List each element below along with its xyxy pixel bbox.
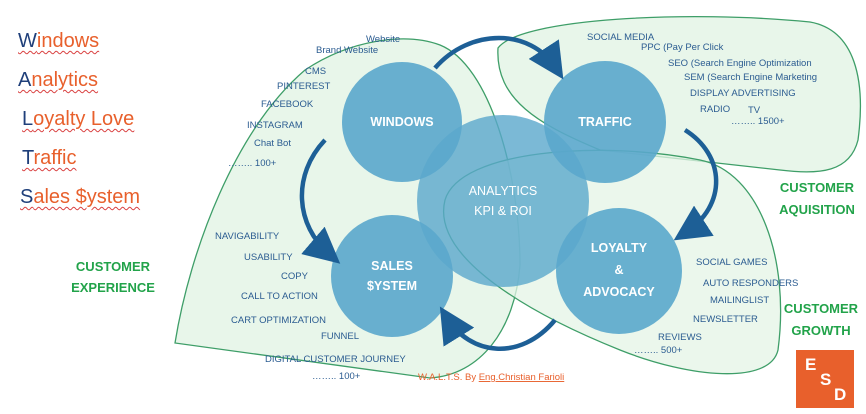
acronym-word: nalytics bbox=[31, 69, 99, 91]
sales-item: CART OPTIMIZATION bbox=[231, 315, 326, 326]
windows-item: Website bbox=[366, 34, 400, 45]
analytics-sublabel: KPI & ROI bbox=[474, 204, 532, 218]
logo-letter-d: D bbox=[834, 385, 847, 404]
traffic-item: SOCIAL MEDIA bbox=[587, 32, 655, 43]
traffic-item: RADIO bbox=[700, 104, 730, 115]
analytics-circle bbox=[417, 115, 589, 287]
customer-experience-label: CUSTOMER bbox=[76, 259, 151, 274]
acronym-letter: W bbox=[18, 30, 37, 52]
sales-item: DIGITAL CUSTOMER JOURNEY bbox=[265, 354, 406, 365]
sales-sublabel: $YSTEM bbox=[367, 279, 417, 293]
traffic-item: TV bbox=[748, 105, 761, 116]
sales-item: …….. 100+ bbox=[312, 371, 361, 382]
windows-item: INSTAGRAM bbox=[247, 120, 303, 131]
traffic-item: PPC (Pay Per Click bbox=[641, 42, 724, 53]
loyalty-ampersand: & bbox=[614, 263, 623, 277]
acronym-word: ales $ystem bbox=[33, 186, 141, 208]
acronym-analytics: Analytics bbox=[18, 69, 98, 92]
sales-item: NAVIGABILITY bbox=[215, 231, 280, 242]
sales-to-windows-arrow bbox=[299, 138, 341, 264]
acronym-windows: Windows bbox=[18, 30, 99, 53]
traffic-item: SEO (Search Engine Optimization bbox=[668, 58, 812, 69]
customer-growth-label: GROWTH bbox=[791, 323, 850, 338]
loyalty-item: NEWSLETTER bbox=[693, 314, 758, 325]
acronym-loyalty: Loyalty Love bbox=[22, 108, 134, 131]
credit-line: W.A.L.T.S. By Eng.Christian Farioli bbox=[418, 372, 564, 383]
windows-item: CMS bbox=[305, 66, 326, 77]
acronym-letter: T bbox=[22, 147, 34, 169]
customer-experience-label: EXPERIENCE bbox=[71, 280, 155, 295]
sales-item: COPY bbox=[281, 271, 309, 282]
traffic-item: …….. 1500+ bbox=[731, 116, 785, 127]
credit-author: Eng.Christian Farioli bbox=[479, 372, 565, 383]
customer-growth-label: CUSTOMER bbox=[784, 301, 859, 316]
traffic-circle bbox=[544, 61, 666, 183]
acronym-sales: Sales $ystem bbox=[20, 186, 140, 209]
esd-logo: E S D bbox=[796, 350, 854, 408]
windows-item: Chat Bot bbox=[254, 138, 291, 149]
logo-letter-e: E bbox=[805, 355, 817, 374]
sales-item: USABILITY bbox=[244, 252, 293, 263]
loyalty-label: LOYALTY bbox=[591, 241, 648, 255]
sales-item: FUNNEL bbox=[321, 331, 359, 342]
sales-item: CALL TO ACTION bbox=[241, 291, 318, 302]
loyalty-item: …….. 500+ bbox=[634, 345, 683, 356]
loyalty-item: REVIEWS bbox=[658, 332, 702, 343]
customer-acquisition-label: AQUISITION bbox=[779, 202, 855, 217]
traffic-item: DISPLAY ADVERTISING bbox=[690, 88, 796, 99]
windows-item: Brand Website bbox=[316, 45, 378, 56]
windows-circle bbox=[342, 62, 462, 182]
windows-item: FACEBOOK bbox=[261, 99, 314, 110]
loyalty-item: SOCIAL GAMES bbox=[696, 257, 767, 268]
sales-label: SALES bbox=[371, 259, 413, 273]
acronym-letter: S bbox=[20, 186, 34, 208]
traffic-item: SEM (Search Engine Marketing bbox=[684, 72, 817, 83]
acronym-word: oyalty Love bbox=[33, 108, 135, 130]
advocacy-label: ADVOCACY bbox=[583, 285, 655, 299]
analytics-label: ANALYTICS bbox=[469, 184, 538, 198]
loyalty-item: AUTO RESPONDERS bbox=[703, 278, 798, 289]
loyalty-to-sales-arrow bbox=[439, 306, 557, 351]
windows-item: …….. 100+ bbox=[228, 158, 277, 169]
windows-label: WINDOWS bbox=[370, 115, 433, 129]
customer-acquisition-label: CUSTOMER bbox=[780, 180, 855, 195]
acronym-letter: L bbox=[22, 108, 34, 130]
credit-prefix: W.A.L.T.S. By bbox=[418, 372, 479, 383]
loyalty-item: MAILINGLIST bbox=[710, 295, 769, 306]
loyalty-circle bbox=[556, 208, 682, 334]
windows-to-traffic-arrow bbox=[433, 35, 564, 80]
acronym-word: raffic bbox=[33, 147, 77, 169]
acronym-letter: A bbox=[18, 69, 32, 91]
traffic-label: TRAFFIC bbox=[578, 115, 631, 129]
windows-item: PINTEREST bbox=[277, 81, 331, 92]
logo-letter-s: S bbox=[820, 370, 832, 389]
sales-circle bbox=[331, 215, 453, 337]
acronym-word: indows bbox=[36, 30, 100, 52]
acronym-traffic: Traffic bbox=[22, 147, 76, 170]
traffic-to-loyalty-arrow bbox=[673, 128, 719, 241]
